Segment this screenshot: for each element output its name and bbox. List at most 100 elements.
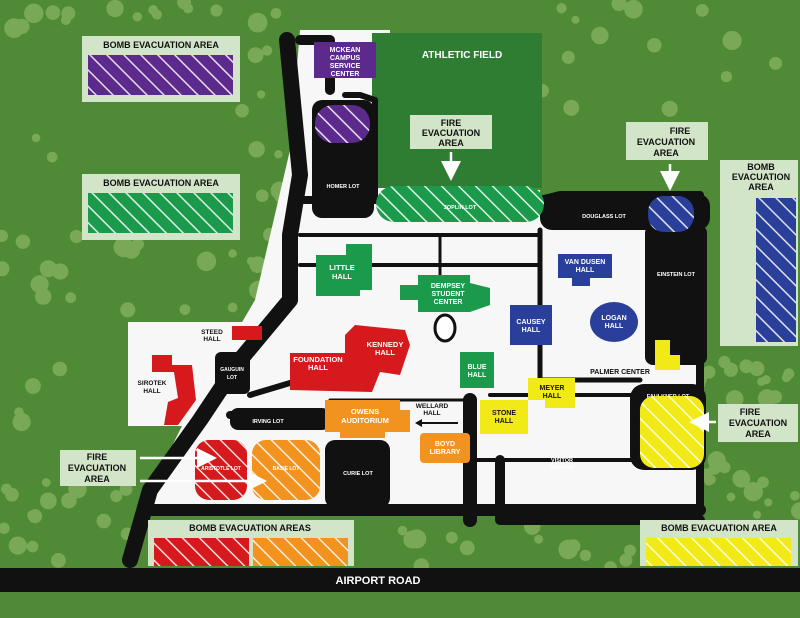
tree bbox=[25, 378, 41, 394]
tree bbox=[726, 492, 736, 502]
tree bbox=[227, 302, 238, 313]
bomb-evac-panel-top: BOMB EVACUATION AREA bbox=[82, 36, 240, 102]
stone-label-1: STONE bbox=[492, 410, 516, 417]
stone-label-2: HALL bbox=[495, 418, 514, 425]
tree bbox=[179, 304, 191, 315]
tree bbox=[757, 389, 777, 408]
owens-label-1: OWENS bbox=[351, 407, 379, 416]
einstein-lot-label: EINSTEIN LOT bbox=[657, 272, 696, 278]
tree bbox=[15, 234, 31, 249]
meyer-hall bbox=[528, 378, 575, 408]
tree bbox=[790, 502, 800, 520]
tree bbox=[256, 90, 266, 99]
tree bbox=[255, 189, 269, 203]
tree bbox=[52, 361, 68, 377]
fire-evac-center-3: AREA bbox=[438, 138, 464, 148]
tree bbox=[12, 412, 31, 432]
little-hall-label-2: HALL bbox=[332, 272, 352, 281]
fire-evac-left-1: FIRE bbox=[87, 452, 108, 462]
fire-evac-ne-1: FIRE bbox=[670, 126, 691, 136]
fire-evac-panel-right: FIRE EVACUATION AREA bbox=[689, 404, 798, 442]
foundation-label-1: FOUNDATION bbox=[293, 355, 342, 364]
kennedy-label-1: KENNEDY bbox=[367, 340, 404, 349]
bomb-evac-bottom-right: BOMB EVACUATION AREA bbox=[661, 523, 777, 533]
tree bbox=[702, 365, 716, 379]
foundation-kennedy-halls bbox=[290, 325, 410, 392]
van-dusen-label-2: HALL bbox=[576, 267, 595, 274]
bomb-evac-label-1: BOMB EVACUATION AREA bbox=[103, 40, 219, 50]
fire-evac-ne-3: AREA bbox=[653, 148, 679, 158]
tree bbox=[769, 56, 783, 70]
meyer-label-1: MEYER bbox=[540, 385, 565, 392]
gauguin-lot-label-2: LOT bbox=[227, 375, 237, 381]
tree bbox=[0, 261, 10, 277]
blue-hall-label-2: HALL bbox=[468, 372, 487, 379]
tree bbox=[0, 522, 10, 534]
tree bbox=[708, 462, 721, 475]
van-dusen-hall bbox=[558, 254, 612, 286]
tree bbox=[50, 553, 66, 568]
tree bbox=[228, 249, 237, 258]
tree bbox=[4, 487, 19, 502]
bomb-evac-label-2: BOMB EVACUATION AREA bbox=[103, 178, 219, 188]
tree bbox=[722, 30, 742, 51]
fire-evac-panel-left: FIRE EVACUATION AREA bbox=[60, 448, 267, 491]
tree bbox=[235, 103, 249, 118]
tree bbox=[45, 5, 61, 20]
bomb-evac-right-2: EVACUATION bbox=[732, 172, 790, 182]
tree bbox=[31, 133, 41, 143]
wellard-label-2: HALL bbox=[423, 410, 440, 417]
tree bbox=[445, 531, 458, 544]
owens-label-2: AUDITORIUM bbox=[341, 416, 389, 425]
tree bbox=[41, 478, 51, 487]
tree bbox=[647, 38, 662, 53]
palmer-center bbox=[655, 340, 680, 370]
gauguin-lot bbox=[215, 352, 250, 394]
tree bbox=[0, 229, 9, 243]
boyd-library bbox=[420, 433, 470, 463]
tree bbox=[26, 540, 39, 553]
tree bbox=[761, 375, 771, 385]
visitor-parking-label-2: PARKING bbox=[550, 465, 575, 471]
tree bbox=[46, 151, 58, 163]
fire-evac-panel-center: FIRE EVACUATION AREA bbox=[410, 115, 492, 181]
tree bbox=[119, 483, 133, 496]
tree bbox=[624, 544, 637, 557]
boyd-label-2: LIBRARY bbox=[430, 449, 461, 456]
causey-label-2: HALL bbox=[522, 327, 541, 334]
irving-lot bbox=[230, 408, 330, 430]
gauguin-lot-label-1: GAUGUIN bbox=[220, 367, 244, 373]
steed-label-1: STEED bbox=[201, 329, 223, 336]
fire-evac-left-3: AREA bbox=[84, 474, 110, 484]
tree bbox=[624, 0, 643, 19]
fire-evac-right-3: AREA bbox=[745, 429, 771, 439]
foundation-label-2: HALL bbox=[308, 363, 328, 372]
logan-label-1: LOGAN bbox=[601, 315, 626, 322]
fire-evac-panel-ne: FIRE EVACUATION AREA bbox=[626, 122, 708, 191]
curie-lot-label: CURIE LOT bbox=[343, 471, 373, 477]
tree bbox=[183, 3, 194, 14]
little-hall bbox=[316, 244, 372, 296]
little-hall-label-1: LITTLE bbox=[329, 263, 354, 272]
tree bbox=[247, 12, 268, 33]
tree bbox=[725, 390, 744, 408]
tree bbox=[706, 475, 716, 485]
fire-evac-right-1: FIRE bbox=[740, 407, 761, 417]
sirotek-label-2: HALL bbox=[143, 388, 160, 395]
tree bbox=[749, 361, 765, 377]
tree bbox=[210, 4, 223, 17]
tree bbox=[695, 3, 709, 17]
tree bbox=[270, 7, 282, 19]
aristotle-lot-label: ARISTOTLE LOT bbox=[201, 466, 241, 472]
dempsey-label-3: CENTER bbox=[434, 299, 463, 306]
tree bbox=[27, 510, 36, 520]
tree bbox=[52, 263, 69, 280]
palmer-center-label: PALMER CENTER bbox=[590, 369, 650, 376]
tree bbox=[561, 50, 575, 64]
fire-evac-center-2: EVACUATION bbox=[422, 128, 480, 138]
basie-lot-label: BASIE LOT bbox=[273, 466, 300, 472]
tree bbox=[718, 461, 731, 474]
athletic-field-label: ATHLETIC FIELD bbox=[422, 50, 502, 61]
owens-auditorium bbox=[325, 400, 410, 438]
dempsey-student-center bbox=[400, 275, 490, 312]
